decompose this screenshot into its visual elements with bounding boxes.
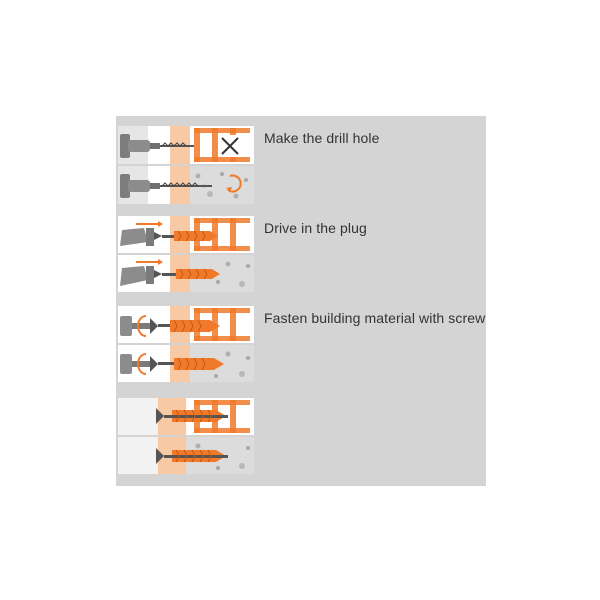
push-arrow-icon	[136, 221, 163, 227]
screw-icon	[156, 408, 228, 424]
no-hammer-icon	[218, 135, 240, 157]
rotation-arrow-icon	[226, 174, 242, 193]
screwdriver-icon	[120, 354, 150, 374]
screw-icon	[156, 448, 228, 464]
step-1-illustration	[118, 126, 254, 204]
step-3-illustration	[118, 306, 254, 382]
drill-icon	[120, 174, 212, 198]
hammer-icon	[120, 228, 154, 246]
instruction-panel: Make the drill hole	[116, 116, 486, 486]
step-2-illustration	[118, 216, 254, 292]
step-2-label: Drive in the plug	[264, 220, 367, 236]
step-3-label: Fasten building material with screw	[264, 310, 486, 326]
step-1-label: Make the drill hole	[264, 130, 380, 146]
screwdriver-icon	[120, 316, 150, 336]
rotation-arrow-icon	[137, 353, 147, 375]
step-4-illustration	[118, 398, 254, 474]
drill-icon	[120, 134, 194, 158]
push-arrow-icon	[136, 259, 163, 265]
hammer-icon	[120, 266, 154, 286]
rotation-arrow-icon	[137, 315, 147, 337]
